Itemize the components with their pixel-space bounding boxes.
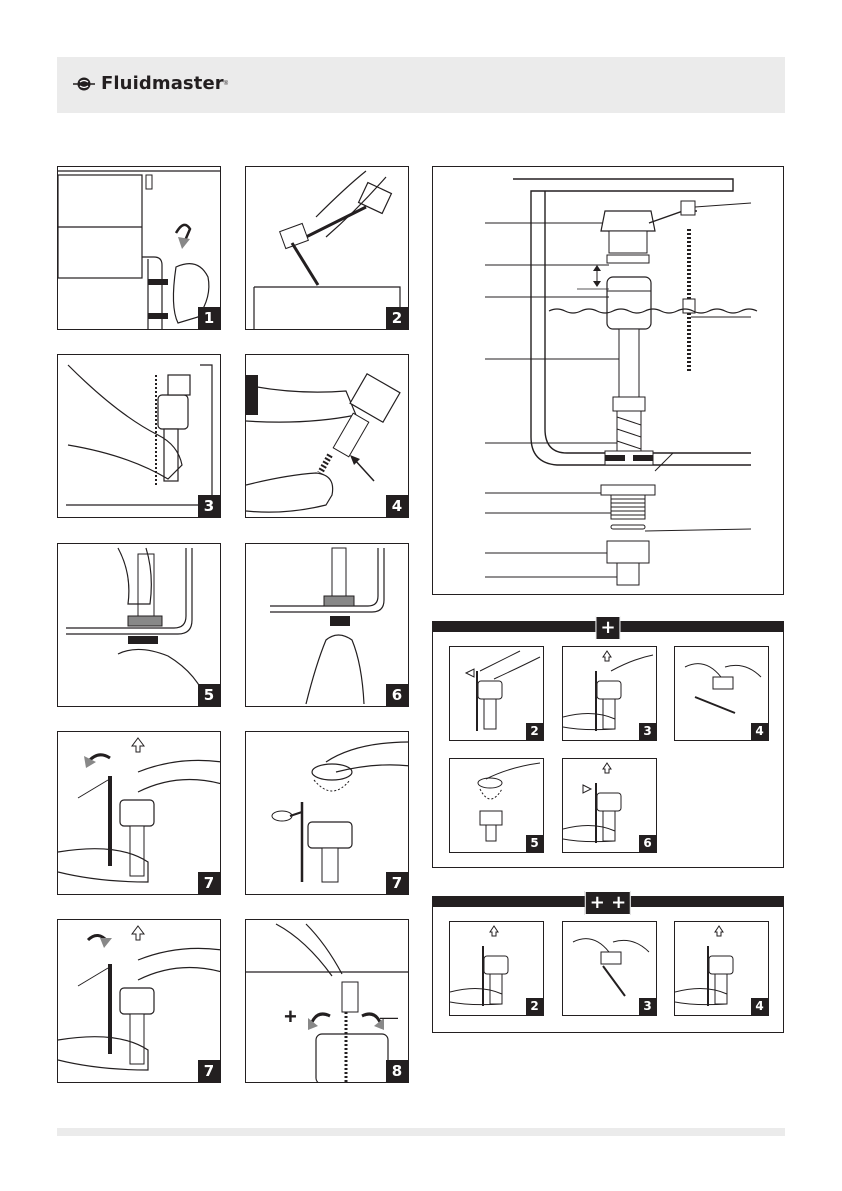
step-number: 7: [386, 872, 408, 894]
step-number: 4: [751, 998, 768, 1015]
adjust-panel-4: 4: [674, 646, 769, 741]
footer-band: [57, 1128, 785, 1136]
adjustment-double-plus-box: + + 2 3 4: [432, 896, 784, 1033]
step-number: 4: [386, 495, 408, 517]
step-number: 5: [198, 684, 220, 706]
step-panel-3: 3: [57, 354, 221, 518]
brand: Fluidmaster®: [73, 73, 228, 94]
step-number: 2: [526, 998, 543, 1015]
step-panel-5: 5: [57, 543, 221, 707]
header-band: Fluidmaster®: [57, 57, 785, 113]
fill-valve-diagram: [432, 166, 784, 595]
step-panel-7c: 7: [57, 919, 221, 1083]
adjust2-panel-4: 4: [674, 921, 769, 1016]
step-number: 3: [198, 495, 220, 517]
step-number: 7: [198, 1060, 220, 1082]
adjustment-plus-box: + 2 3 4: [432, 621, 784, 868]
adjust-panel-3: 3: [562, 646, 657, 741]
adjust-panel-5: 5: [449, 758, 544, 853]
step-panel-7a: 7: [57, 731, 221, 895]
brand-name: Fluidmaster: [101, 73, 224, 94]
step-number: 6: [386, 684, 408, 706]
step-number: 8: [386, 1060, 408, 1082]
step-number: 2: [386, 307, 408, 329]
step-number: 3: [639, 723, 656, 740]
minus-sign: —: [380, 1006, 398, 1028]
step-number: 3: [639, 998, 656, 1015]
double-plus-sign: + +: [585, 891, 631, 915]
adjust2-panel-2: 2: [449, 921, 544, 1016]
adjust-panel-2: 2: [449, 646, 544, 741]
step-number: 6: [639, 835, 656, 852]
step-panel-6: 6: [245, 543, 409, 707]
adjust2-panel-3: 3: [562, 921, 657, 1016]
fluidmaster-logo-icon: [73, 76, 95, 92]
step-number: 7: [198, 872, 220, 894]
step-number: 4: [751, 723, 768, 740]
adjust-panel-6: 6: [562, 758, 657, 853]
plus-sign: +: [284, 1006, 297, 1028]
step-number: 2: [526, 723, 543, 740]
step-number: 1: [198, 307, 220, 329]
step-panel-1: 1: [57, 166, 221, 330]
plus-sign: +: [595, 616, 620, 640]
step-number: 5: [526, 835, 543, 852]
step-panel-2: 2: [245, 166, 409, 330]
step-panel-8: + — 8: [245, 919, 409, 1083]
step-panel-4: 4: [245, 354, 409, 518]
step-panel-7b: 7: [245, 731, 409, 895]
